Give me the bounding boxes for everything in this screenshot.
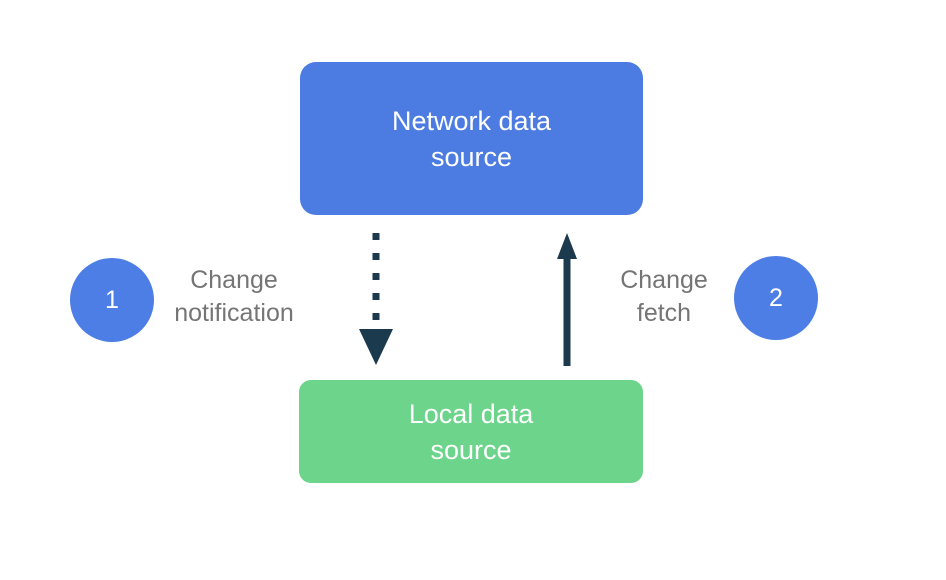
arrow-down-icon bbox=[359, 329, 393, 365]
network-data-source-node: Network data source bbox=[300, 62, 643, 215]
change-fetch-label: Change fetch bbox=[620, 266, 708, 327]
step-1-badge: 1 bbox=[70, 258, 154, 342]
step-2-badge: 2 bbox=[734, 256, 818, 340]
local-data-source-node: Local data source bbox=[299, 380, 643, 483]
change-notification-label: Change notification bbox=[174, 266, 294, 327]
arrow-up-icon bbox=[557, 233, 577, 259]
change-notification-arrow bbox=[359, 233, 393, 365]
